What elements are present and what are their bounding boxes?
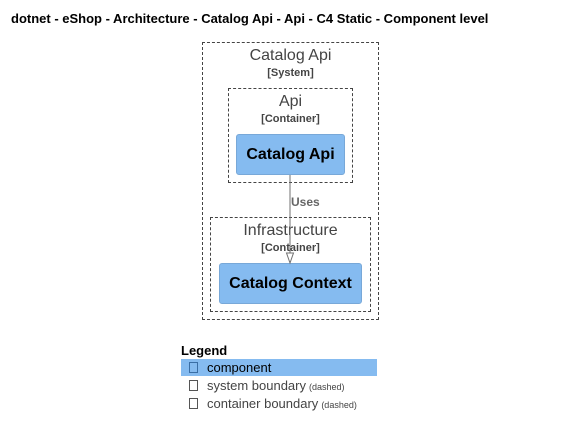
container-boundary-api-name: Api bbox=[278, 93, 303, 110]
container-boundary-legend-icon bbox=[189, 398, 198, 409]
system-boundary-name: Catalog Api bbox=[249, 47, 332, 64]
container-boundary-api: Api [Container] bbox=[228, 88, 353, 183]
legend-item-container-boundary: container boundary (dashed) bbox=[181, 395, 377, 412]
system-boundary-type: [System] bbox=[267, 67, 314, 79]
legend-item-label: system boundary bbox=[207, 378, 306, 393]
system-boundary-catalog-api: Catalog Api [System] bbox=[202, 42, 379, 320]
legend-title: Legend bbox=[181, 343, 228, 358]
legend-item-note: (dashed) bbox=[309, 382, 345, 392]
legend-item-component: component bbox=[181, 359, 377, 376]
legend-item-note: (dashed) bbox=[321, 400, 357, 410]
container-boundary-api-type: [Container] bbox=[261, 113, 320, 125]
legend-item-system-boundary: system boundary (dashed) bbox=[181, 377, 377, 394]
diagram-title: dotnet - eShop - Architecture - Catalog … bbox=[11, 11, 489, 26]
component-legend-icon bbox=[189, 362, 198, 373]
uses-relationship-arrowhead bbox=[285, 252, 295, 265]
component-catalog-context: Catalog Context bbox=[219, 263, 362, 304]
legend-item-label: component bbox=[207, 360, 272, 375]
component-catalog-api: Catalog Api bbox=[236, 134, 345, 175]
relationship-label: Uses bbox=[291, 195, 320, 209]
legend-item-label: container boundary bbox=[207, 396, 319, 411]
system-boundary-legend-icon bbox=[189, 380, 198, 391]
